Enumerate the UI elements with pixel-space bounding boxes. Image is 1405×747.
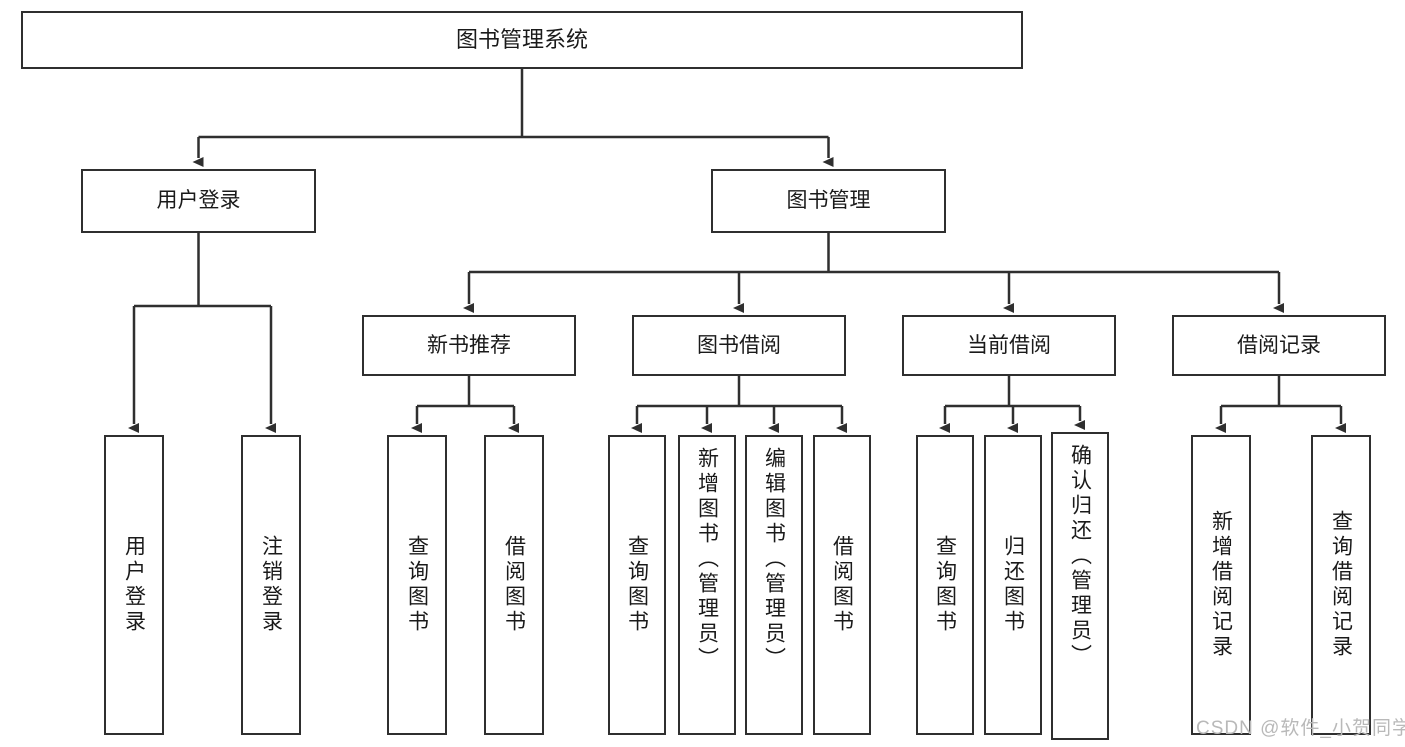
node-label: 借阅图书: [830, 535, 854, 635]
node-leaf-borrow-book-2[interactable]: 借阅图书: [813, 435, 871, 735]
node-label: 新增图书（管理员）: [695, 447, 719, 672]
node-root[interactable]: 图书管理系统: [21, 11, 1023, 69]
node-leaf-query-borrow-record[interactable]: 查询借阅记录: [1311, 435, 1371, 735]
node-leaf-user-login[interactable]: 用户登录: [104, 435, 164, 735]
node-label: 查询图书: [933, 535, 957, 635]
node-label: 借阅图书: [502, 535, 526, 635]
node-leaf-confirm-return[interactable]: 确认归还（管理员）: [1051, 432, 1109, 740]
node-label: 查询图书: [625, 535, 649, 635]
node-label: 编辑图书（管理员）: [762, 447, 786, 672]
node-label: 用户登录: [156, 189, 241, 213]
node-leaf-query-book-2[interactable]: 查询图书: [608, 435, 666, 735]
connector-bus: [417, 376, 514, 408]
node-label: 查询图书: [405, 535, 429, 635]
node-book-management[interactable]: 图书管理: [711, 169, 946, 233]
node-label: 查询借阅记录: [1329, 510, 1353, 660]
node-leaf-add-book[interactable]: 新增图书（管理员）: [678, 435, 736, 735]
node-leaf-logout-login[interactable]: 注销登录: [241, 435, 301, 735]
node-current-borrow[interactable]: 当前借阅: [902, 315, 1116, 376]
node-label: 新增借阅记录: [1209, 510, 1233, 660]
node-label: 图书管理系统: [455, 26, 588, 52]
node-label: 借阅记录: [1237, 333, 1321, 357]
connector-bus: [1221, 376, 1341, 408]
node-label: 用户登录: [122, 535, 146, 635]
connector-bus: [134, 233, 271, 308]
csdn-watermark: CSDN @软件_小贺同学: [1196, 718, 1405, 739]
node-leaf-borrow-book-1[interactable]: 借阅图书: [484, 435, 544, 735]
node-leaf-query-book-3[interactable]: 查询图书: [916, 435, 974, 735]
node-label: 归还图书: [1001, 535, 1025, 635]
node-label: 图书管理: [786, 189, 871, 213]
node-leaf-return-book[interactable]: 归还图书: [984, 435, 1042, 735]
connector-bus: [469, 233, 1279, 274]
node-user-login[interactable]: 用户登录: [81, 169, 316, 233]
node-label: 注销登录: [259, 535, 283, 635]
node-label: 新书推荐: [427, 333, 511, 357]
node-label: 确认归还（管理员）: [1068, 444, 1092, 669]
node-leaf-edit-book[interactable]: 编辑图书（管理员）: [745, 435, 803, 735]
node-label: 图书借阅: [697, 333, 781, 357]
node-leaf-query-book-1[interactable]: 查询图书: [387, 435, 447, 735]
node-leaf-add-borrow-record[interactable]: 新增借阅记录: [1191, 435, 1251, 735]
node-borrow-record[interactable]: 借阅记录: [1172, 315, 1386, 376]
connector-bus: [945, 376, 1080, 408]
node-label: 当前借阅: [967, 333, 1051, 357]
connector-bus: [637, 376, 842, 408]
connector-bus: [198, 69, 829, 139]
node-book-borrow[interactable]: 图书借阅: [632, 315, 846, 376]
node-new-book-recommend[interactable]: 新书推荐: [362, 315, 576, 376]
